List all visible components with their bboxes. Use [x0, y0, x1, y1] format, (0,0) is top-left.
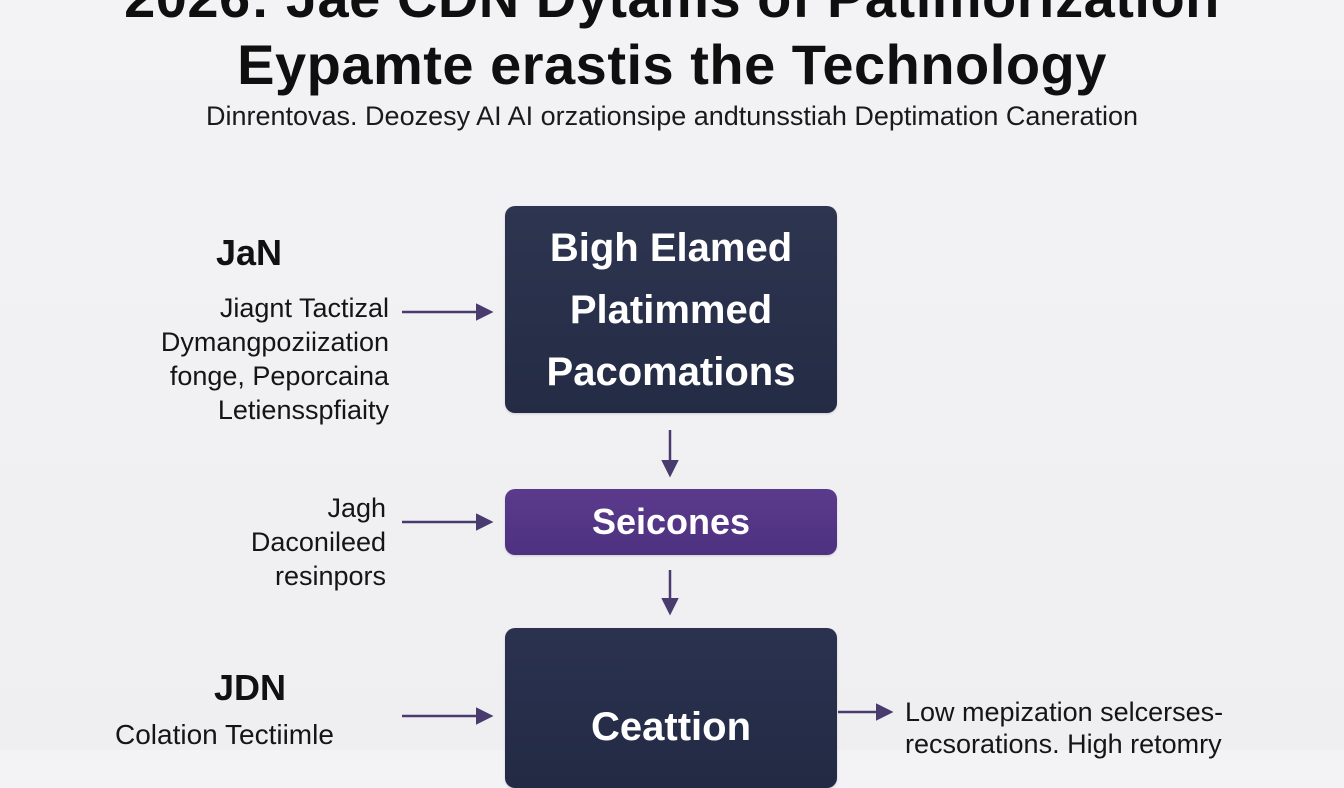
left-group-2-text: Jagh Daconileed resinpors — [251, 491, 386, 593]
diagram-subtitle: Dinrentovas. Deozesy AI AI orzationsipe … — [205, 101, 1139, 131]
left-group-1-line-4: Letiensspfiaity — [217, 395, 389, 425]
left-group-3-heading: JDN — [214, 667, 287, 708]
right-group-3-text: Low mepization selcerses- recsorations. … — [905, 696, 1223, 760]
left-group-3-line-1: Colation Tectiimle — [115, 719, 334, 750]
diagram-title-line-1: 2026: Jae CDN Dytams of Patimorization — [0, 0, 1344, 30]
flow-node-1-line-3: Pacomations — [546, 349, 796, 394]
left-group-1-line-1: Jiagnt Tactizal — [219, 293, 389, 323]
flow-node-3-line-1: Ceattion — [591, 705, 751, 749]
left-group-1-line-2: Dymangpoziization — [160, 327, 389, 357]
left-group-1-text: Jiagnt Tactizal Dymangpoziization fonge,… — [161, 291, 389, 427]
flow-node-2: Seicones — [505, 489, 837, 555]
left-group-3-text: Colation Tectiimle — [115, 718, 334, 752]
left-group-2-line-3: resinpors — [274, 561, 386, 591]
right-group-3-line-2: recsorations. High retomry — [905, 729, 1222, 759]
flow-node-1-line-2: Platimmed — [569, 287, 773, 332]
flow-node-3: Ceattion — [505, 628, 837, 788]
left-group-2-line-1: Jagh — [327, 493, 386, 523]
left-group-1-heading: JaN — [216, 232, 283, 273]
right-group-3-line-1: Low mepization selcerses- — [905, 697, 1224, 727]
flow-node-1-line-1: Bigh Elamed — [549, 225, 793, 270]
diagram-title-line-2: Eypamte erastis the Technology — [237, 33, 1107, 96]
left-group-2-line-2: Daconileed — [250, 527, 386, 557]
left-group-1-line-3: fonge, Peporcaina — [169, 361, 389, 391]
flow-node-2-line-1: Seicones — [591, 501, 751, 542]
flow-node-1: Bigh Elamed Platimmed Pacomations — [505, 206, 837, 413]
